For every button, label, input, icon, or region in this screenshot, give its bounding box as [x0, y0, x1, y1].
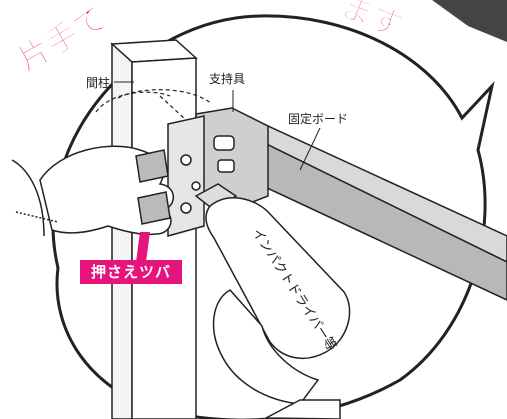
- hidden-lines: [95, 89, 213, 121]
- tag-pointer: [136, 232, 150, 262]
- headline-left-text: 片手で: [11, 0, 113, 79]
- headline-left: 片手で: [11, 0, 114, 79]
- clips: [135, 149, 171, 225]
- bracket: [167, 107, 269, 237]
- label-flange: 押さえツバ: [80, 260, 182, 284]
- label-stud: 間柱: [86, 76, 111, 90]
- impact-driver: [194, 183, 351, 419]
- callout-lines: [114, 81, 321, 171]
- label-board: 固定ボード: [288, 112, 349, 126]
- label-bracket: 支持具: [209, 72, 246, 86]
- corner-shape: [432, 0, 507, 42]
